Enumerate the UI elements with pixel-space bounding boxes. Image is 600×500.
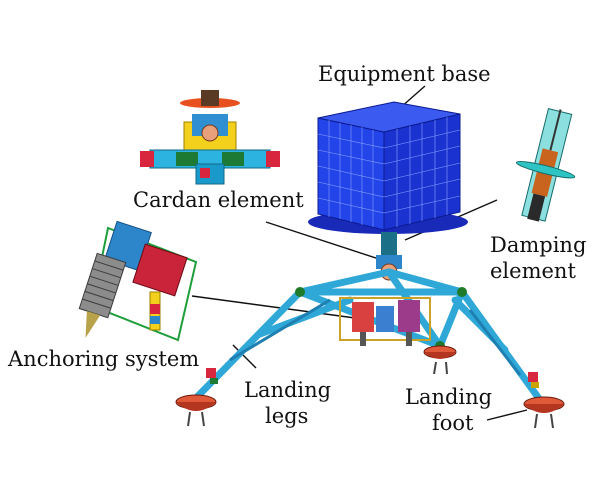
landing-leg-braces: [229, 298, 522, 376]
leader-landing-foot: [486, 409, 528, 421]
landing-foot-right: [523, 396, 565, 429]
leader-anchoring-system: [191, 295, 356, 319]
label-anchoring-system: Anchoring system: [8, 347, 200, 371]
leader-cardan-element: [265, 221, 389, 263]
label-damping-element-line2: element: [490, 259, 576, 283]
landing-foot-left: [175, 394, 217, 427]
leader-landing-legs: [232, 344, 257, 369]
label-equipment-base: Equipment base: [318, 62, 491, 86]
label-damping-element-line1: Damping: [490, 233, 587, 257]
label-landing-foot-line2: foot: [432, 411, 474, 435]
central-equipment: [339, 297, 431, 346]
leg-spring-markers: [206, 368, 539, 388]
label-cardan-element: Cardan element: [133, 188, 304, 212]
label-landing-foot-line1: Landing: [405, 385, 493, 409]
cardan-element-detail: [140, 90, 280, 185]
label-landing-legs-line2: legs: [265, 404, 309, 428]
landing-foot-center: [423, 345, 457, 375]
label-landing-legs-line1: Landing: [244, 378, 332, 402]
equipment-base-cube: [308, 101, 468, 234]
anchoring-system-detail: [78, 220, 198, 342]
damping-element-detail: [515, 107, 576, 222]
base-grid: [317, 117, 461, 227]
